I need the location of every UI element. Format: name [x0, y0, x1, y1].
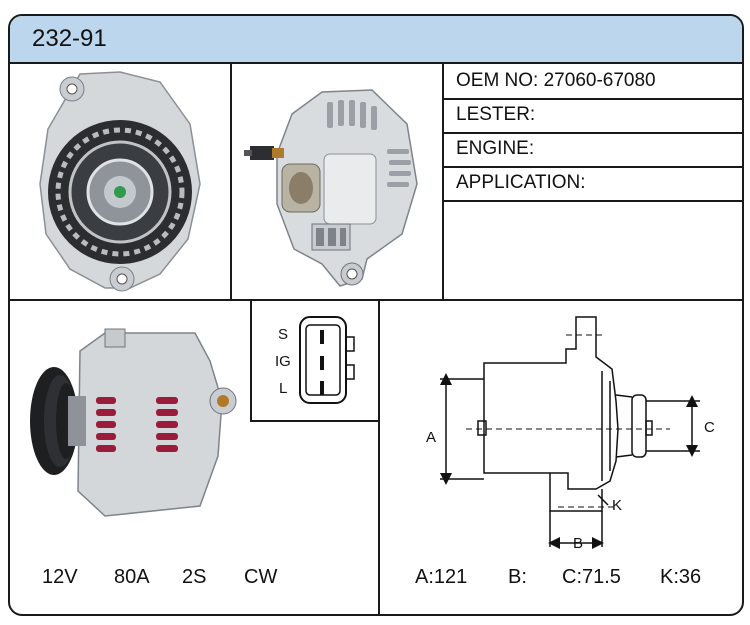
connector-pin-s-label: S	[278, 326, 289, 343]
spec-table: OEM NO: 27060-67080 LESTER: ENGINE: APPL…	[444, 64, 742, 299]
rating-groove: 2S	[182, 566, 207, 588]
dim-label-a: A	[426, 429, 437, 446]
rating-amperage: 80A	[114, 566, 150, 588]
divider	[250, 420, 380, 422]
spec-row-oem: OEM NO: 27060-67080	[444, 64, 742, 100]
dimension-k-value: K:36	[660, 566, 702, 588]
spec-sheet: 232-91	[8, 14, 744, 616]
connector-pin-ig-label: IG	[275, 353, 291, 370]
spec-row-engine: ENGINE:	[444, 132, 742, 168]
rating-rotation: CW	[244, 566, 278, 588]
divider	[230, 62, 232, 299]
rear-view-photo	[232, 64, 442, 299]
divider	[250, 299, 252, 421]
dim-label-c: C	[704, 419, 715, 436]
dim-label-k: K	[612, 497, 623, 514]
dimension-a-value: A:121	[415, 566, 468, 588]
application-label: APPLICATION:	[456, 172, 586, 193]
divider	[10, 299, 742, 301]
dimension-b-value: B:	[508, 566, 527, 588]
spec-row-application: APPLICATION:	[444, 166, 742, 202]
dimension-drawing: A C K B	[380, 301, 742, 614]
rating-voltage: 12V	[42, 566, 78, 588]
spec-row-lester: LESTER:	[444, 98, 742, 134]
dimension-c-value: C:71.5	[562, 566, 621, 588]
connector-diagram: S IG L	[252, 301, 378, 420]
divider	[378, 299, 380, 614]
header-bar: 232-91	[10, 16, 742, 64]
side-view-photo	[10, 301, 250, 541]
front-view-photo	[10, 64, 230, 299]
lester-label: LESTER:	[456, 104, 536, 125]
oem-number: OEM NO: 27060-67080	[456, 70, 656, 91]
part-number-title: 232-91	[32, 25, 107, 52]
engine-label: ENGINE:	[456, 138, 535, 159]
connector-pin-l-label: L	[279, 380, 288, 397]
dim-label-b: B	[573, 535, 584, 552]
divider	[442, 62, 444, 299]
